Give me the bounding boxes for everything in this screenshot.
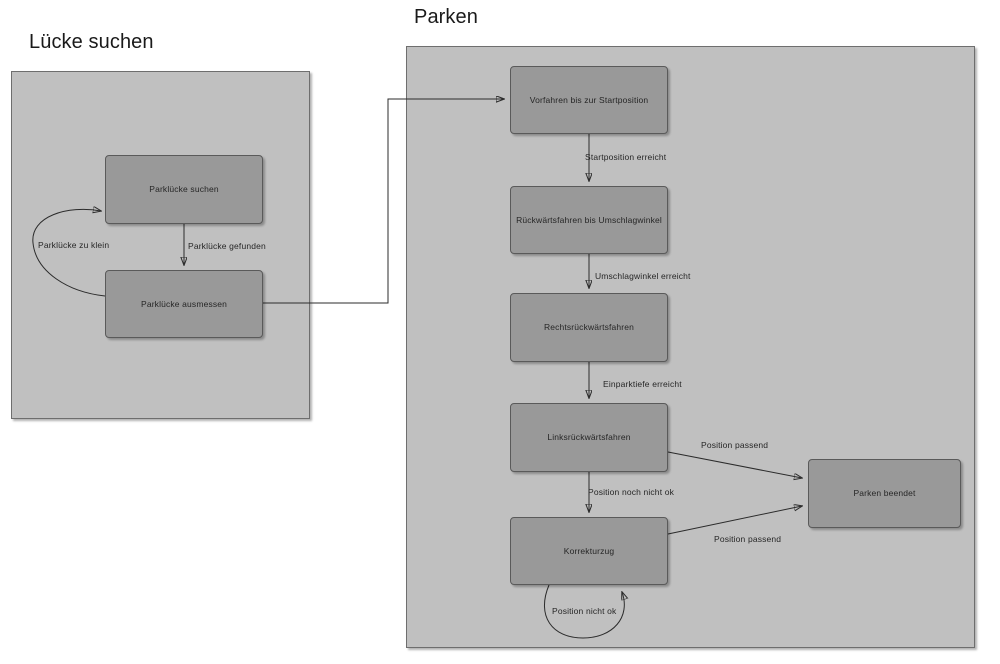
panel-title-luecke-suchen: Lücke suchen [29, 31, 154, 53]
state-label: Korrekturzug [563, 545, 615, 556]
edge-label-position-noch-nicht-ok: Position noch nicht ok [588, 487, 674, 497]
state-rueckwaertsfahren-umschlagwinkel[interactable]: Rückwärtsfahren bis Umschlagwinkel [510, 186, 668, 254]
state-parken-beendet[interactable]: Parken beendet [808, 459, 961, 528]
edge-label-umschlagwinkel-erreicht: Umschlagwinkel erreicht [595, 271, 691, 281]
state-label: Linksrückwärtsfahren [547, 432, 631, 443]
panel-title-parken: Parken [414, 6, 478, 28]
panel-parken [406, 46, 975, 648]
state-parkluecke-suchen[interactable]: Parklücke suchen [105, 155, 263, 224]
edge-label-parkluecke-zu-klein: Parklücke zu klein [38, 240, 110, 250]
state-vorfahren-startposition[interactable]: Vorfahren bis zur Startposition [510, 66, 668, 134]
state-label: Rechtsrückwärtsfahren [543, 322, 635, 333]
edge-label-einparktiefe-erreicht: Einparktiefe erreicht [603, 379, 682, 389]
state-rechtsrueckwaertsfahren[interactable]: Rechtsrückwärtsfahren [510, 293, 668, 362]
state-linksrueckwaertsfahren[interactable]: Linksrückwärtsfahren [510, 403, 668, 472]
state-label: Rückwärtsfahren bis Umschlagwinkel [516, 214, 662, 225]
edge-label-startposition-erreicht: Startposition erreicht [585, 152, 667, 162]
edge-label-position-passend-korrektur: Position passend [714, 534, 782, 544]
edge-label-position-nicht-ok: Position nicht ok [552, 606, 617, 616]
state-label: Parken beendet [853, 488, 916, 499]
edge-label-position-passend-links: Position passend [701, 440, 769, 450]
state-label: Vorfahren bis zur Startposition [529, 94, 649, 105]
state-label: Parklücke ausmessen [141, 298, 227, 309]
state-korrekturzug[interactable]: Korrekturzug [510, 517, 668, 585]
state-label: Parklücke suchen [149, 184, 219, 195]
edge-label-parkluecke-gefunden: Parklücke gefunden [188, 241, 266, 251]
state-parkluecke-ausmessen[interactable]: Parklücke ausmessen [105, 270, 263, 338]
